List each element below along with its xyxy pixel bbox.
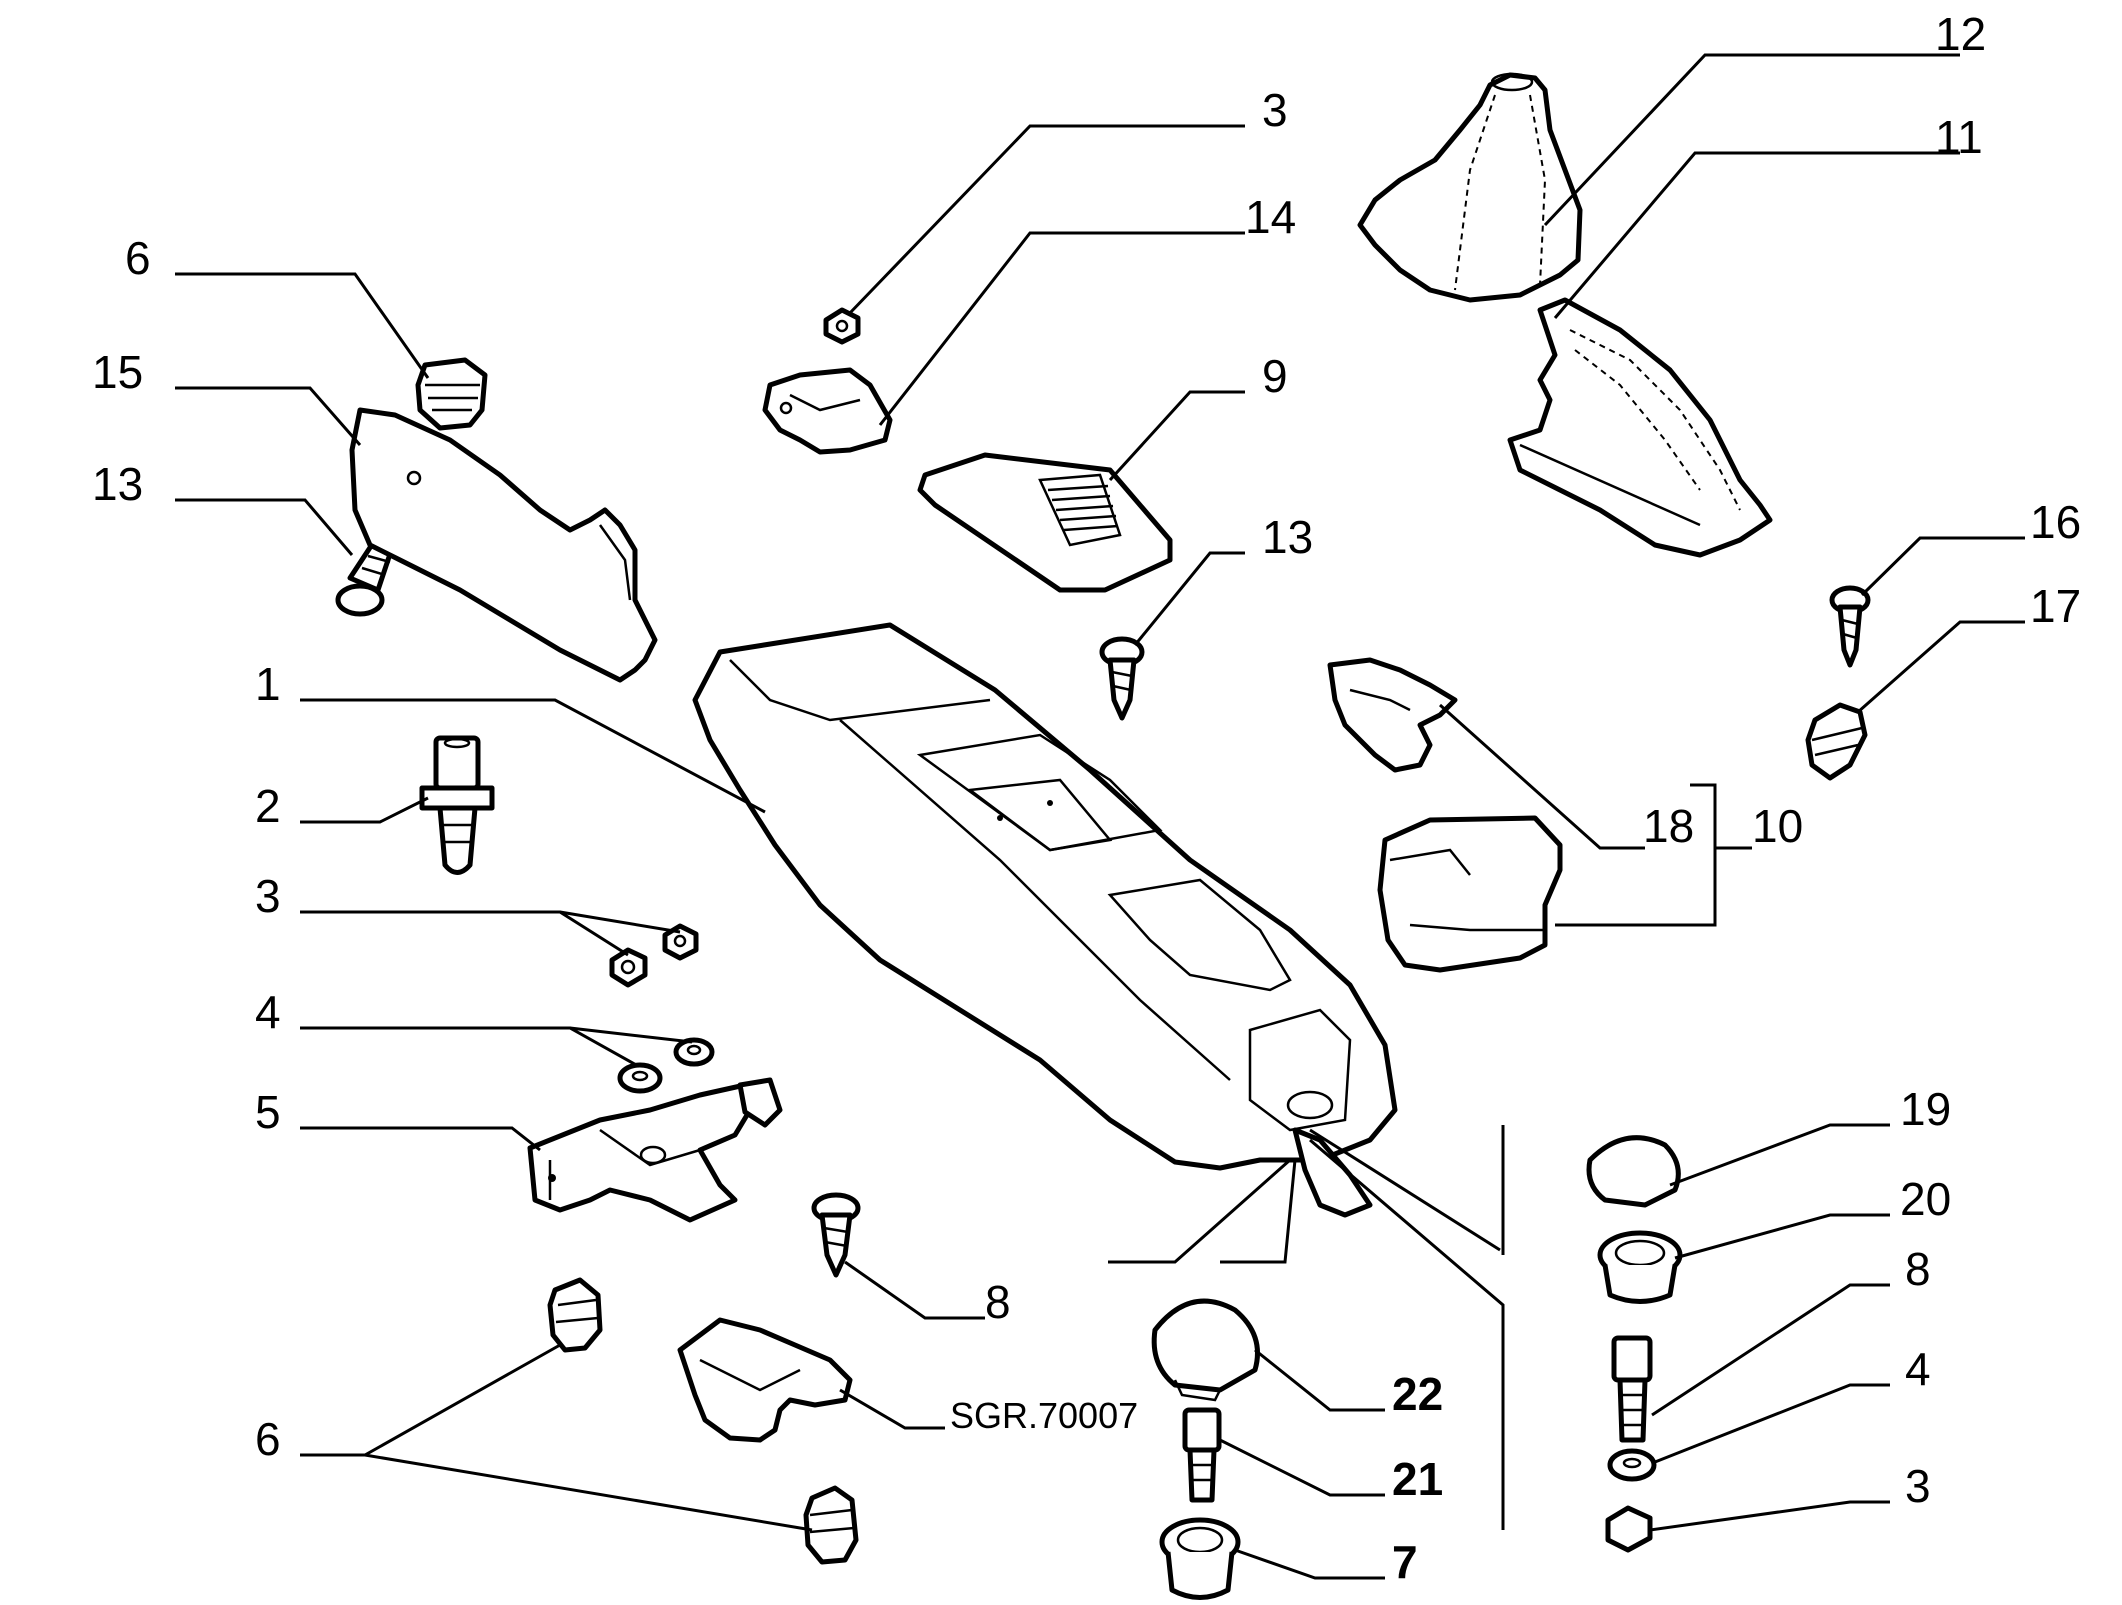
- label-4-right: 4: [1905, 1343, 1931, 1395]
- label-3-nuts: 3: [255, 870, 281, 922]
- label-11: 11: [1935, 111, 1983, 163]
- insert-part-10: [1377, 815, 1563, 973]
- screw-part-13-mid: [1099, 636, 1145, 721]
- screw-part-8-left: [811, 1192, 861, 1278]
- label-10: 10: [1752, 800, 1803, 852]
- grommet-part-20: [1597, 1230, 1683, 1304]
- clip-part-6-left: [547, 1277, 603, 1353]
- bolt-part-21: [1182, 1407, 1222, 1503]
- reference-bracket: [677, 1317, 853, 1443]
- label-6-top: 6: [125, 232, 151, 284]
- insert-part-18: [1327, 657, 1458, 773]
- label-14: 14: [1245, 191, 1296, 243]
- bracket-part-5: [527, 1077, 783, 1223]
- nut-part-3-left: [609, 923, 699, 988]
- label-19: 19: [1900, 1083, 1951, 1135]
- grommet-part-7: [1159, 1517, 1241, 1600]
- label-8-right: 8: [1905, 1243, 1931, 1295]
- screw-part-16: [1829, 585, 1871, 668]
- label-16: 16: [2030, 496, 2081, 548]
- label-1: 1: [255, 658, 281, 710]
- cap-part-19: [1586, 1135, 1681, 1208]
- label-4-washers: 4: [255, 986, 281, 1038]
- label-20: 20: [1900, 1173, 1951, 1225]
- washer-part-4-left: [617, 1037, 715, 1094]
- label-7: 7: [1392, 1536, 1418, 1588]
- label-2: 2: [255, 780, 281, 832]
- label-6-bottom: 6: [255, 1413, 281, 1465]
- side-panel-part-15: [349, 407, 658, 683]
- clip-part-6-top: [415, 357, 488, 431]
- nut-part-3-right: [1605, 1505, 1653, 1553]
- label-15: 15: [92, 346, 143, 398]
- leader-lines: [175, 53, 2025, 1580]
- label-9: 9: [1262, 350, 1288, 402]
- cap-part-22: [1151, 1298, 1260, 1402]
- label-12: 12: [1935, 8, 1986, 60]
- label-13-left: 13: [92, 458, 143, 510]
- boot-frame-part-11: [1507, 297, 1773, 558]
- reference-code: SGR.70007: [950, 1395, 1138, 1436]
- label-17: 17: [2030, 580, 2081, 632]
- clip-part-6-bottom: [803, 1485, 859, 1565]
- label-5: 5: [255, 1086, 281, 1138]
- label-3-top: 3: [1262, 84, 1288, 136]
- cover-part-9: [917, 452, 1173, 593]
- callout-labels: 1 2 3 4 5 6 15 13 6 3 14 9 13 12 11 16 1…: [92, 8, 2081, 1588]
- bolt-part-8-right: [1611, 1335, 1653, 1443]
- hex-bolt-part-2: [419, 735, 495, 875]
- washer-part-4-right: [1607, 1448, 1657, 1482]
- nut-part-3-top: [823, 307, 861, 345]
- label-21: 21: [1392, 1453, 1443, 1505]
- boot-part-12: [1357, 72, 1583, 303]
- label-3-right: 3: [1905, 1460, 1931, 1512]
- label-18: 18: [1643, 800, 1694, 852]
- center-console-part-1: [692, 622, 1398, 1218]
- clip-part-17: [1805, 702, 1868, 781]
- label-22: 22: [1392, 1368, 1443, 1420]
- label-13-mid: 13: [1262, 511, 1313, 563]
- bracket-part-14: [762, 367, 893, 455]
- label-8-screw: 8: [985, 1276, 1011, 1328]
